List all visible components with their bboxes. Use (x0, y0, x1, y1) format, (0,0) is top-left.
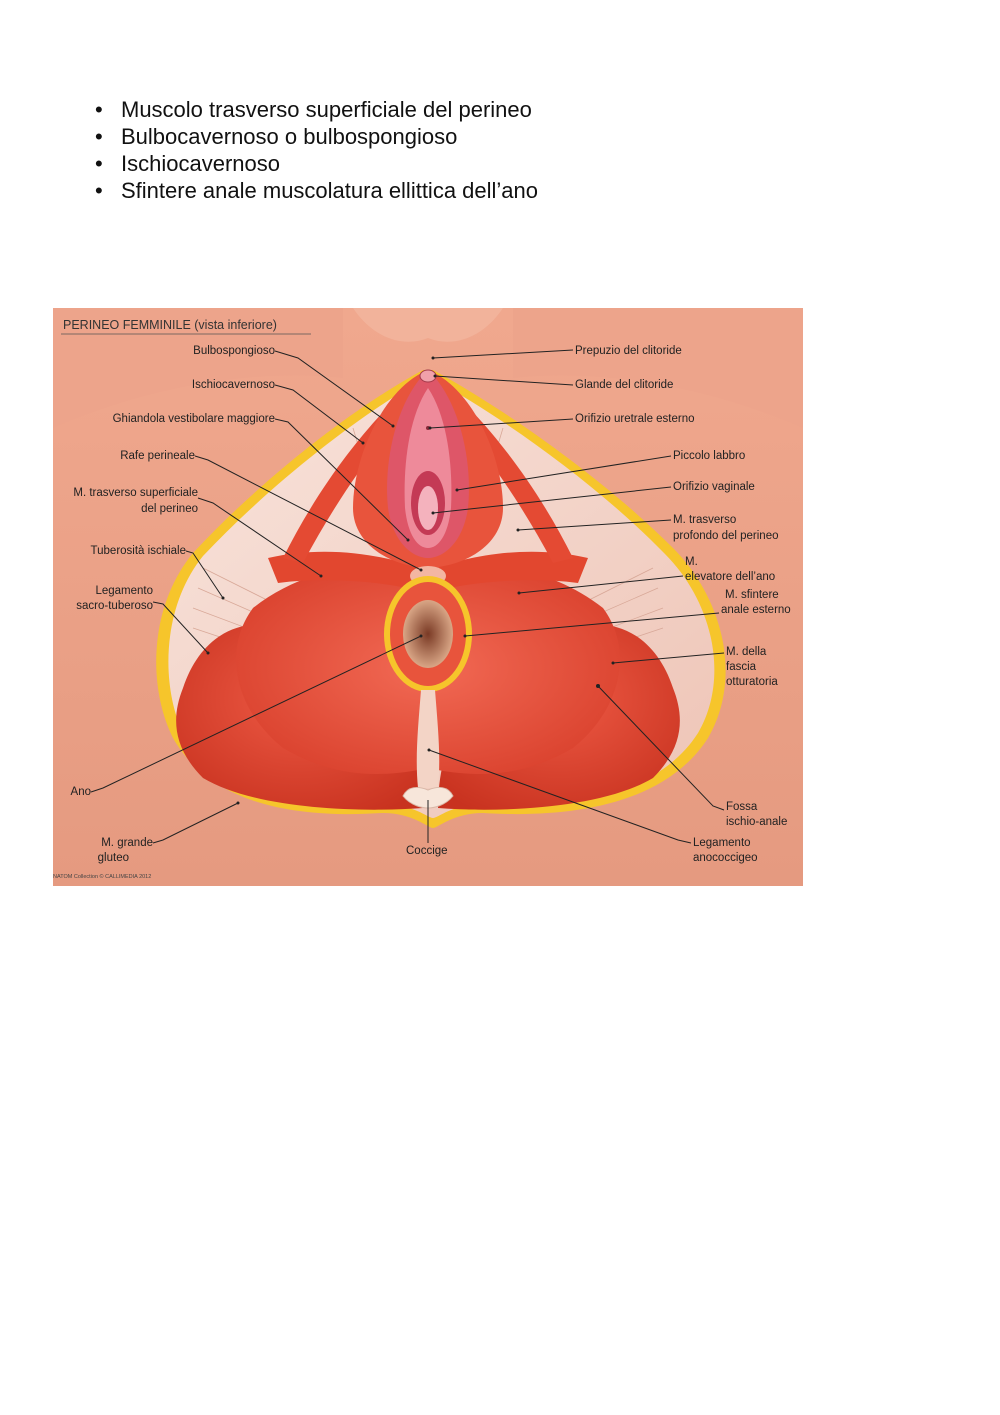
leader-dot (419, 634, 423, 638)
label-trasverso-sup-1: M. trasverso superficiale (73, 487, 198, 499)
leader-dot (221, 596, 225, 600)
label-trasverso-sup-2: del perineo (141, 503, 198, 515)
label-grande-gluteo-1: M. grande (101, 837, 153, 849)
anococcygeal-ligament (416, 690, 440, 788)
leader-dot (596, 684, 600, 688)
bullet-item: • Bulbocavernoso o bulbospongioso (95, 123, 538, 150)
mons (353, 308, 503, 342)
vaginal-orifice-inner (418, 486, 438, 530)
bullet-text: Muscolo trasverso superficiale del perin… (121, 97, 532, 122)
label-grande-gluteo-2: gluteo (98, 852, 129, 864)
label-orifizio-vaginale: Orifizio vaginale (673, 481, 755, 493)
bullet-list: • Muscolo trasverso superficiale del peri… (95, 96, 538, 204)
leader-dot (406, 538, 410, 542)
coccyx (402, 787, 454, 809)
leader-prepuzio (432, 349, 574, 359)
leader-dot (455, 488, 459, 492)
label-sfintere-2: anale esterno (721, 604, 791, 616)
label-legamento-st-2: sacro-tuberoso (76, 600, 153, 612)
labels-right: Prepuzio del clitoride Glande del clitor… (427, 345, 791, 864)
leader-dot (431, 356, 435, 360)
leader-orifizio-uretrale (429, 418, 574, 429)
label-trasverso-prof-1: M. trasverso (673, 514, 736, 526)
labels-bottom: Coccige (406, 800, 448, 857)
leader-glande (434, 375, 574, 386)
label-elevatore-1: M. (685, 556, 698, 568)
leader-anococcigeo (428, 749, 692, 844)
bullet-text: Bulbocavernoso o bulbospongioso (121, 124, 458, 149)
leader-grande-gluteo (152, 802, 239, 844)
leader-dot (433, 374, 437, 378)
leader-dot (206, 651, 210, 655)
label-glande: Glande del clitoride (575, 379, 673, 391)
leader-trasverso-prof (517, 519, 672, 531)
figure-title: PERINEO FEMMINILE (vista inferiore) (63, 318, 277, 332)
label-elevatore-2: elevatore dell’ano (685, 571, 775, 583)
label-prepuzio: Prepuzio del clitoride (575, 345, 682, 357)
bullet-item: • Muscolo trasverso superficiale del peri… (95, 96, 538, 123)
thigh-left (53, 308, 343, 428)
leader-dot (419, 568, 423, 572)
label-ghiandola: Ghiandola vestibolare maggiore (113, 413, 275, 425)
bullet-icon: • (95, 124, 103, 149)
leader-tuberosita (185, 550, 224, 599)
label-fascia-1: M. della (726, 646, 767, 658)
leader-piccolo-labbro (456, 455, 672, 491)
label-trasverso-prof-2: profondo del perineo (673, 530, 779, 542)
leader-dot (516, 528, 520, 532)
leader-dot (463, 634, 467, 638)
leader-dot (391, 424, 395, 428)
anatomy-figure: PERINEO FEMMINILE (vista inferiore) NATO… (53, 308, 803, 886)
label-rafe: Rafe perineale (120, 450, 195, 462)
bullet-icon: • (95, 178, 103, 203)
label-fascia-3: otturatoria (726, 676, 778, 688)
bullet-icon: • (95, 151, 103, 176)
label-fossa-1: Fossa (726, 801, 758, 813)
thigh-right (513, 308, 803, 428)
anatomy-illustration: PERINEO FEMMINILE (vista inferiore) NATO… (53, 308, 803, 886)
label-sfintere-1: M. sfintere (725, 589, 779, 601)
label-piccolo-labbro: Piccolo labbro (673, 450, 745, 462)
bullet-item: • Ischiocavernoso (95, 150, 538, 177)
leader-fascia (612, 652, 725, 664)
label-orifizio-uretrale: Orifizio uretrale esterno (575, 413, 695, 425)
leader-dot (361, 441, 365, 445)
bullet-icon: • (95, 97, 103, 122)
leader-dot (611, 661, 615, 665)
leader-dot (427, 748, 431, 752)
leader-fossa (597, 685, 725, 811)
leader-bulbospongioso (274, 350, 394, 427)
leader-orifizio-vaginale (432, 486, 672, 514)
label-fascia-2: fascia (726, 661, 757, 673)
figure-credit: NATOM Collection © CALLIMEDIA 2012 (53, 873, 151, 880)
leader-ano (90, 635, 422, 793)
bullet-text: Ischiocavernoso (121, 151, 280, 176)
leader-elevatore (518, 575, 684, 594)
anus (403, 600, 453, 668)
leader-legamento-st (152, 601, 209, 654)
leader-rafe (194, 455, 422, 571)
leader-dot (319, 574, 323, 578)
leader-trasverso-sup (197, 497, 322, 577)
label-ano: Ano (71, 786, 91, 798)
label-tuberosita: Tuberosità ischiale (91, 545, 186, 557)
leader-ghiandola (274, 418, 409, 541)
label-coccige: Coccige (406, 845, 448, 857)
leader-dot (428, 426, 432, 430)
leader-ischiocavernoso (274, 384, 364, 444)
leader-dot (517, 591, 521, 595)
label-fossa-2: ischio-anale (726, 816, 787, 828)
leader-dot (431, 511, 435, 515)
label-legamento-st-1: Legamento (95, 585, 153, 597)
leader-sfintere (464, 612, 720, 637)
label-bulbospongioso: Bulbospongioso (193, 345, 275, 357)
label-anococcigeo-2: anococcigeo (693, 852, 758, 864)
leader-dot (236, 801, 240, 805)
label-anococcigeo-1: Legamento (693, 837, 751, 849)
bullet-item: • Sfintere anale muscolatura ellittica de… (95, 177, 538, 204)
bullet-text: Sfintere anale muscolatura ellittica del… (121, 178, 539, 203)
label-ischiocavernoso: Ischiocavernoso (192, 379, 275, 391)
labels-left: Bulbospongioso Ischiocavernoso Ghiandola… (71, 345, 423, 864)
